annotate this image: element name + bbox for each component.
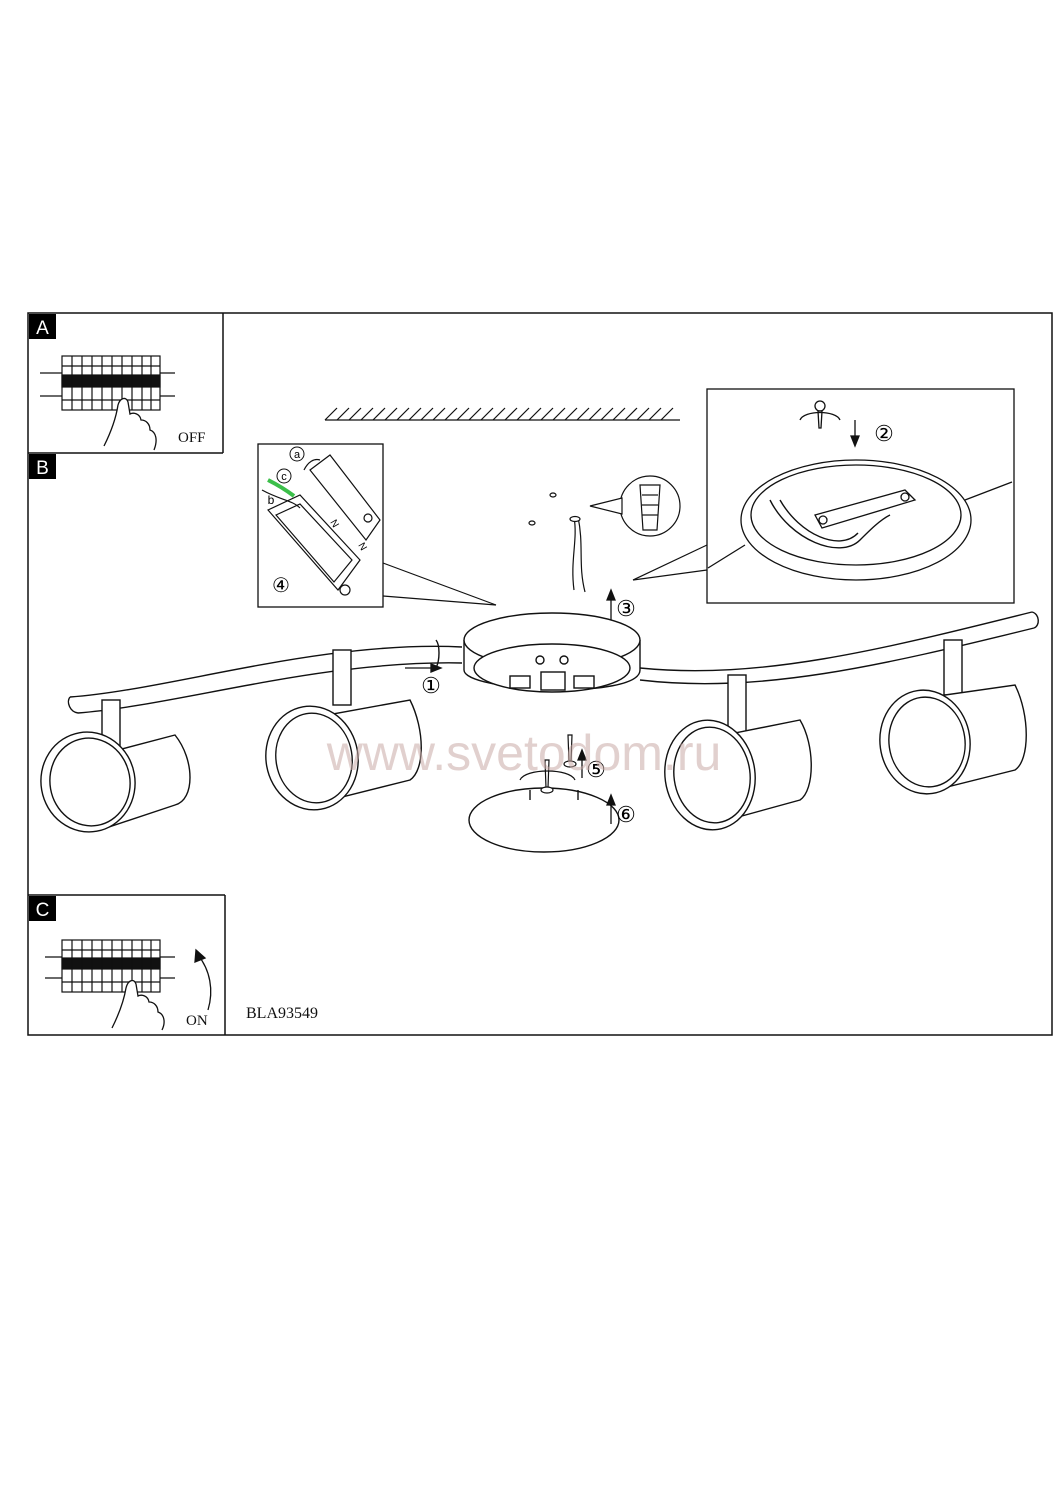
- step-1-arrow-icon: [405, 663, 443, 673]
- wall-plug-detail: [589, 475, 681, 537]
- step-1-label: ①: [421, 673, 441, 698]
- panel-a-letter: A: [36, 318, 49, 339]
- breaker-panel-icon: [45, 939, 175, 993]
- cover-plate: [468, 787, 620, 853]
- diagram-frame: [27, 312, 1053, 1036]
- panel-b-letter-box: [29, 454, 56, 479]
- terminal-mark-n1: N: [327, 518, 340, 530]
- panel-a-letter-box: [29, 314, 56, 339]
- breaker-panel-icon: [40, 355, 175, 411]
- step-5-label: ⑤: [586, 757, 606, 782]
- mounting-detail-inset: ②: [632, 388, 1015, 604]
- cover-screws-icon: [519, 734, 577, 794]
- panel-a: A OFF: [29, 314, 206, 451]
- wire-label-c: c: [281, 471, 287, 483]
- step-4-label: ④: [272, 575, 290, 597]
- step-5-arrow-icon: [577, 748, 587, 778]
- curved-up-arrow-icon: [194, 948, 212, 1011]
- down-arrow-icon: [850, 420, 860, 448]
- spotlight-4: [879, 639, 1027, 795]
- canopy-base-icon: [707, 459, 1013, 581]
- wire-label-a: a: [294, 449, 301, 461]
- wiring-detail-inset: a c b N N ④: [257, 443, 497, 608]
- step-2-label: ②: [874, 421, 894, 446]
- panel-b: B: [29, 454, 56, 479]
- step-6-label: ⑥: [616, 802, 636, 827]
- terminal-mark-n2: N: [355, 541, 368, 553]
- ceiling-supply-cable: [528, 492, 586, 593]
- terminal-block-icon: [267, 454, 381, 596]
- step-6-arrow-icon: [606, 793, 616, 824]
- panel-c-letter-box: [29, 896, 56, 921]
- spotlight-3: [664, 674, 812, 831]
- model-code: BLA93549: [246, 1005, 318, 1022]
- panel-b-letter: B: [36, 458, 49, 479]
- panel-c: C ON: [29, 896, 212, 1031]
- watermark: www.svetodom.ru: [326, 725, 722, 781]
- step-3-label: ③: [616, 596, 636, 621]
- screw-icon: [799, 400, 841, 429]
- wire-label-a-circle: [289, 446, 305, 462]
- spotlight-1: [40, 699, 191, 833]
- hand-icon: [103, 397, 157, 451]
- switch-state-on: ON: [186, 1013, 208, 1029]
- step-3-arrow-icon: [606, 588, 616, 620]
- panel-c-letter: C: [36, 900, 50, 921]
- spotlight-2: [265, 649, 422, 811]
- spotlight-bar: [67, 611, 1039, 714]
- wire-label-c-circle: [276, 468, 292, 484]
- ceiling-hatch: [324, 407, 680, 421]
- switch-state-off: OFF: [178, 430, 206, 446]
- wire-label-b: b: [268, 493, 275, 507]
- green-wire-icon: [267, 478, 296, 498]
- supply-wires-icon: [769, 499, 891, 549]
- hand-icon: [111, 979, 165, 1031]
- canopy: [463, 612, 641, 693]
